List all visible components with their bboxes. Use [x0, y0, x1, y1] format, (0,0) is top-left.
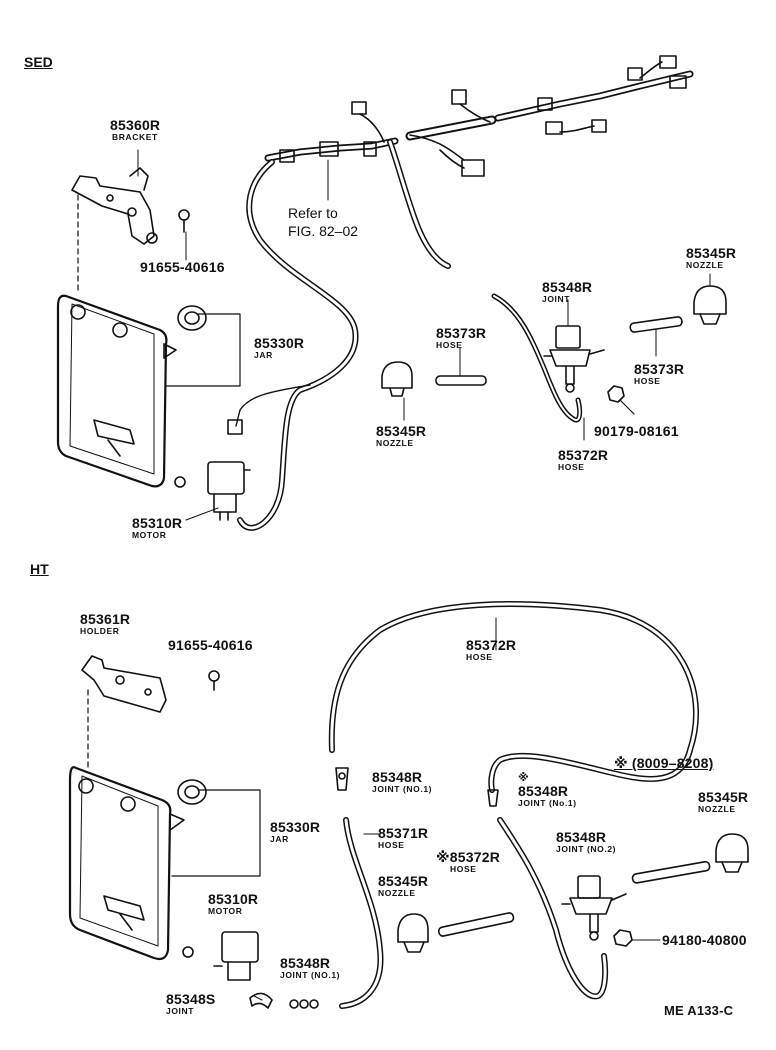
- ht-jar: [68, 766, 207, 961]
- ht-joint-no1-b: [289, 999, 319, 1009]
- ht-joint-no2: [561, 875, 627, 941]
- label-ht-joint-no2: 85348R JOINT (NO.2): [556, 829, 617, 854]
- label-sed-bracket: 85360R BRACKET: [110, 117, 161, 142]
- label-sed-nut: 90179-08161: [594, 423, 679, 439]
- label-refer-note: Refer to FIG. 82–02: [288, 205, 359, 239]
- sed-bracket: [71, 167, 158, 245]
- ht-nut: [613, 929, 633, 947]
- label-sed-jar: 85330R JAR: [254, 335, 305, 360]
- sed-hose-b: [629, 316, 683, 333]
- sed-hose-a: [435, 375, 487, 386]
- label-sed-hose-main: 85372R HOSE: [558, 447, 609, 472]
- label-ht-hose-short: 85371R HOSE: [378, 825, 429, 850]
- label-ht-joint-no1-a: 85348R JOINT (NO.1): [372, 769, 433, 794]
- label-ht-nozzle-left: 85345R NOZZLE: [378, 873, 429, 898]
- wire-harness: [264, 55, 694, 177]
- ht-joint-s: [249, 992, 273, 1009]
- label-sed-nozzle-left: 85345R NOZZLE: [376, 423, 427, 448]
- label-sed-hose-a: 85373R HOSE: [436, 325, 487, 350]
- label-ht-hose-marked: ※85372R HOSE: [436, 849, 501, 874]
- ht-holder: [81, 655, 167, 713]
- date-range-note: ※ (8009–8208): [614, 755, 714, 771]
- label-sed-nozzle-right: 85345R NOZZLE: [686, 245, 737, 270]
- sed-nozzle-right: [693, 285, 727, 325]
- label-ht-holder: 85361R HOLDER: [80, 611, 131, 636]
- section-sed-title: SED: [24, 54, 53, 70]
- label-ht-nut: 94180-40800: [662, 932, 747, 948]
- sed-screw: [178, 209, 190, 233]
- ht-joint-no1-a: [335, 767, 349, 791]
- label-ht-nozzle-right: 85345R NOZZLE: [698, 789, 749, 814]
- ht-nozzle-left: [397, 913, 429, 953]
- sed-nut: [607, 385, 625, 403]
- label-sed-motor: 85310R MOTOR: [132, 515, 183, 540]
- label-ht-hose-long: 85372R HOSE: [466, 637, 517, 662]
- ht-screw: [208, 670, 220, 691]
- label-ht-motor: 85310R MOTOR: [208, 891, 259, 916]
- sed-leaders: [137, 149, 711, 521]
- ht-nozzle-right: [715, 833, 749, 873]
- label-sed-screw: 91655-40616: [140, 259, 225, 275]
- sed-joint: [543, 325, 605, 393]
- label-ht-joint-s: 85348S JOINT: [166, 991, 216, 1016]
- section-ht-title: HT: [30, 561, 49, 577]
- ht-joint-marked: [487, 789, 499, 807]
- sed-hose-loop: [387, 139, 451, 269]
- label-ht-joint-marked: ※ 85348R JOINT (No.1): [518, 772, 577, 808]
- footer-code: ME A133-C: [664, 1003, 734, 1018]
- sed-nozzle-left: [381, 361, 413, 397]
- sed-jar: [56, 294, 207, 488]
- label-ht-jar: 85330R JAR: [270, 819, 321, 844]
- label-ht-screw: 91655-40616: [168, 637, 253, 653]
- label-sed-joint: 85348R JOINT: [542, 279, 593, 304]
- label-sed-hose-b: 85373R HOSE: [634, 361, 685, 386]
- motor-connector: [227, 419, 243, 435]
- ht-motor: [182, 931, 259, 981]
- sed-motor: [174, 461, 251, 521]
- label-ht-joint-no1-b: 85348R JOINT (NO.1): [280, 955, 341, 980]
